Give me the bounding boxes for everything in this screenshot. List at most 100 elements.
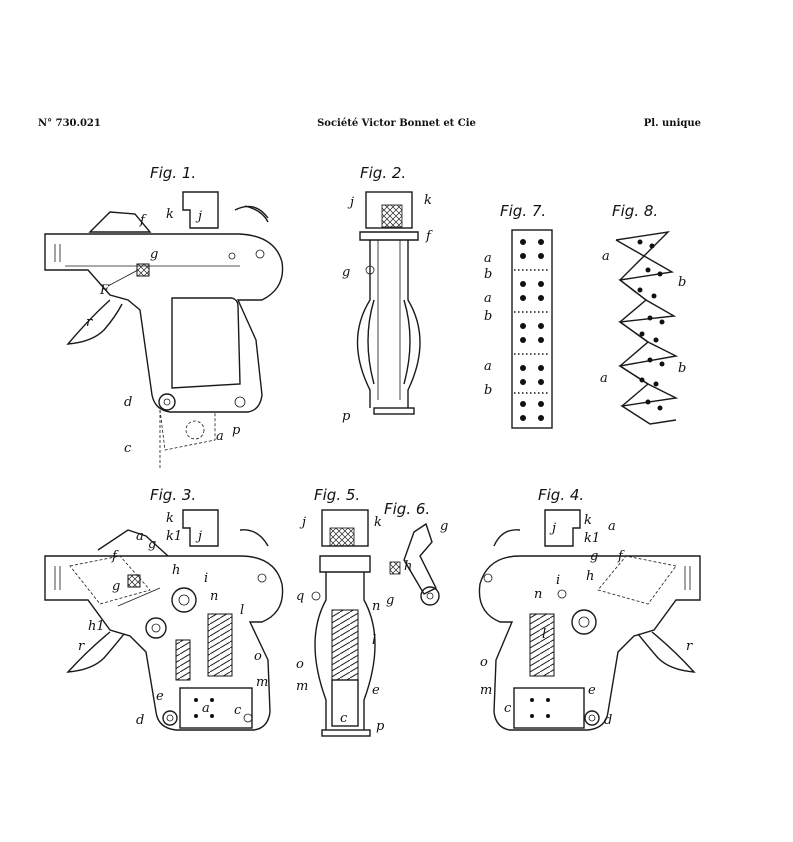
fig1-label-c: c: [124, 441, 132, 456]
fig2-cap-block: [365, 191, 413, 229]
fig1-grip: [171, 297, 241, 389]
fig1-cap-block: [182, 191, 219, 229]
fig1-label-F: F: [99, 283, 110, 298]
fig5-label-e: e: [372, 683, 380, 698]
figure-2: Fig. 2. j k f g p: [342, 164, 433, 424]
figure-5: Fig. 5. j k q n l o m e c p: [296, 486, 385, 737]
fig3-title: Fig. 3.: [150, 486, 196, 504]
fig4-label-c: c: [504, 701, 512, 716]
fig3-label-h1: h1: [88, 619, 105, 634]
fig8-label-a: a: [602, 249, 610, 264]
fig4-label-k1: k1: [584, 531, 600, 546]
fig4-label-j: j: [549, 521, 556, 536]
fig2-label-p: p: [342, 409, 351, 424]
fig4-label-h: h: [586, 569, 594, 584]
patent-number: N° 730.021: [38, 118, 101, 129]
fig4-title: Fig. 4.: [538, 486, 584, 504]
fig5-label-m: m: [296, 679, 308, 694]
fig4-spring-l: [529, 613, 555, 677]
figure-8: Fig. 8. a b b a: [600, 202, 686, 425]
fig4-label-m: m: [480, 683, 492, 698]
figure-4: Fig. 4. j k k1 a g f h i n l r o m e c d: [478, 486, 701, 731]
fig7-label-a: a: [484, 291, 492, 306]
fig3-label-g: g: [112, 579, 120, 594]
fig3-label-k1: k1: [166, 529, 182, 544]
fig2-title: Fig. 2.: [360, 164, 406, 182]
fig6-lever: [403, 522, 437, 595]
fig1-g-block: [136, 263, 150, 277]
fig4-label-o: o: [480, 655, 488, 670]
fig7-title: Fig. 7.: [500, 202, 546, 220]
fig6-label-g: g: [386, 593, 394, 608]
fig7-label-b: b: [484, 309, 492, 324]
fig5-spring: [331, 609, 359, 681]
fig3-label-a: a: [136, 529, 144, 544]
fig1-label-j: j: [195, 209, 202, 224]
fig1-label-r: r: [86, 315, 93, 330]
fig1-label-f: f: [139, 213, 147, 228]
fig3-label-i: i: [204, 571, 208, 586]
fig3-spring-l: [207, 613, 233, 677]
fig3-label-c: c: [234, 703, 242, 718]
fig5-label-j: j: [299, 515, 306, 530]
figure-7: Fig. 7. a b a b a b: [484, 202, 553, 429]
fig4-frame: [478, 555, 701, 731]
fig3-label-f: f: [111, 549, 119, 564]
fig7-perforations: [514, 269, 550, 394]
fig4-label-a: a: [608, 519, 616, 534]
fig7-label-b: b: [484, 267, 492, 282]
fig4-label-n: n: [534, 587, 542, 602]
fig3-frame: [44, 555, 284, 731]
fig7-label-b: b: [484, 383, 492, 398]
fig2-label-k: k: [424, 193, 432, 208]
fig3-label-m: m: [256, 675, 268, 690]
fig2-label-j: j: [347, 195, 354, 210]
fig6-label-g: g: [440, 519, 448, 534]
fig1-label-p: p: [232, 423, 241, 438]
fig5-title: Fig. 5.: [314, 486, 360, 504]
fig5-label-q: q: [296, 589, 304, 604]
figure-3: Fig. 3. k k1 j a g f h g i n h1 l r: [44, 486, 284, 731]
fig6-label-h: h: [404, 559, 412, 574]
fig3-label-e: e: [156, 689, 164, 704]
fig1-label-a: a: [216, 429, 224, 444]
figure-1: Fig. 1. k j f g F r d c: [44, 164, 284, 470]
fig1-hammer-curve: [234, 205, 269, 219]
fig1-trigger: [66, 299, 123, 345]
fig3-cartridge-c: [179, 687, 253, 729]
fig3-label-j: j: [195, 529, 202, 544]
fig4-label-l: l: [542, 627, 546, 642]
fig8-label-b: b: [678, 361, 686, 376]
applicant-name: Société Victor Bonnet et Cie: [317, 118, 476, 129]
fig4-label-f: f: [617, 549, 625, 564]
fig5-label-n: n: [372, 599, 380, 614]
fig8-caps: [637, 239, 665, 411]
fig8-zigzag-strip: [615, 230, 679, 425]
fig8-label-a: a: [600, 371, 608, 386]
fig7-label-a: a: [484, 359, 492, 374]
fig4-label-g: g: [590, 549, 598, 564]
fig3-label-a: a: [202, 701, 210, 716]
fig8-label-b: b: [678, 275, 686, 290]
fig8-title: Fig. 8.: [612, 202, 658, 220]
fig3-label-g: g: [148, 537, 156, 552]
fig1-label-d: d: [124, 395, 132, 410]
fig7-cap-strip: [511, 229, 553, 429]
fig3-label-n: n: [210, 589, 218, 604]
fig4-label-e: e: [588, 683, 596, 698]
fig5-label-o: o: [296, 657, 304, 672]
fig1-frame: [44, 233, 284, 413]
figure-6: Fig. 6. g h g: [384, 500, 448, 608]
fig4-label-d: d: [604, 713, 612, 728]
fig1-arm: [88, 211, 152, 233]
fig6-title: Fig. 6.: [384, 500, 430, 518]
fig3-label-o: o: [254, 649, 262, 664]
fig4-label-k: k: [584, 513, 592, 528]
fig5-label-k: k: [374, 515, 382, 530]
fig4-label-r: r: [686, 639, 693, 654]
fig4-label-i: i: [556, 573, 560, 588]
fig3-label-d: d: [136, 713, 144, 728]
plate-label: Pl. unique: [643, 118, 701, 129]
fig3-label-h: h: [172, 563, 180, 578]
